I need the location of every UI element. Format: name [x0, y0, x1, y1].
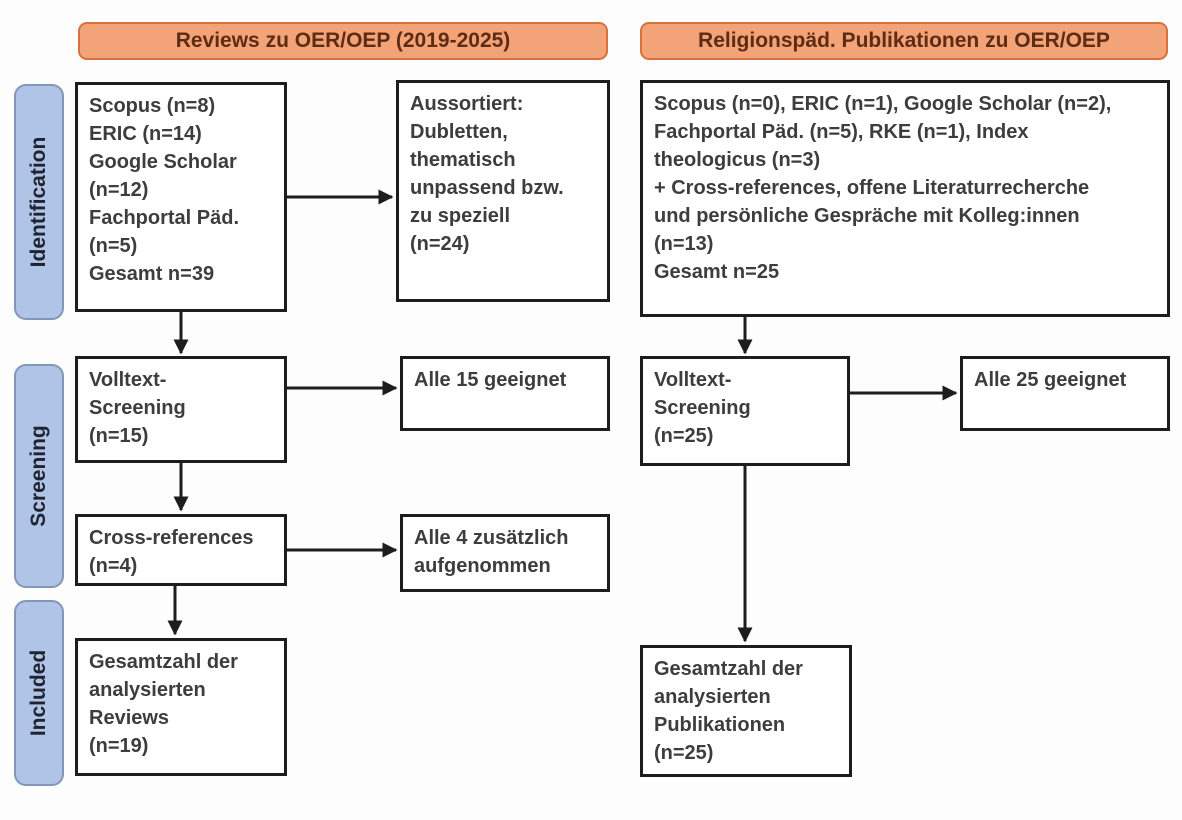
column-header-reviews: Reviews zu OER/OEP (2019-2025)	[78, 22, 608, 60]
stage-label-included-text: Included	[27, 649, 50, 737]
stage-label-identification-text: Identification	[27, 136, 50, 268]
stage-label-included: Included	[14, 600, 64, 786]
box-identification-right-sources: Scopus (n=0), ERIC (n=1), Google Scholar…	[640, 80, 1170, 317]
box-identification-left-sources: Scopus (n=8) ERIC (n=14) Google Scholar …	[75, 82, 287, 312]
stage-label-identification: Identification	[14, 84, 64, 320]
box-included-reviews: Gesamtzahl der analysierten Reviews (n=1…	[75, 638, 287, 776]
box-eligible-right: Alle 25 geeignet	[960, 356, 1170, 431]
box-fulltext-screening-left: Volltext- Screening (n=15)	[75, 356, 287, 463]
box-cross-references-added: Alle 4 zusätzlich aufgenommen	[400, 514, 610, 592]
box-cross-references: Cross-references (n=4)	[75, 514, 287, 586]
box-included-publications: Gesamtzahl der analysierten Publikatione…	[640, 645, 852, 777]
box-sorted-out: Aussortiert: Dubletten, thematisch unpas…	[396, 80, 610, 302]
column-header-religionspaed: Religionspäd. Publikationen zu OER/OEP	[640, 22, 1168, 60]
box-eligible-left: Alle 15 geeignet	[400, 356, 610, 431]
stage-label-screening-text: Screening	[27, 425, 50, 527]
stage-label-screening: Screening	[14, 364, 64, 588]
box-fulltext-screening-right: Volltext- Screening (n=25)	[640, 356, 850, 466]
